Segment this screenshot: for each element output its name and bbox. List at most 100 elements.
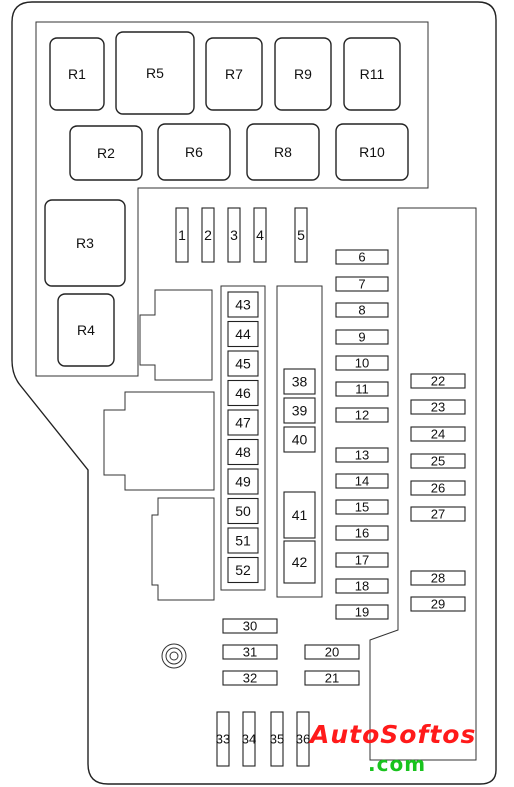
fuse-24-body [410, 426, 466, 442]
fuse-27-body [410, 506, 466, 522]
fuse-33: 33 [216, 711, 230, 767]
relay-r11-body [343, 37, 401, 111]
fuse-29-body [410, 596, 466, 612]
fuse-36: 36 [296, 711, 310, 767]
relay-r11-label: R11 [360, 66, 385, 82]
fuse-52-label: 52 [235, 562, 251, 578]
fuse-15-label: 15 [355, 500, 369, 515]
fuse-47-body [227, 409, 259, 436]
fuse-44-label: 44 [235, 326, 251, 342]
relay-r1: R1 [49, 37, 105, 111]
relay-section-frame [35, 21, 429, 377]
fuse-19-label: 19 [355, 605, 369, 620]
fuse-21: 21 [304, 670, 360, 686]
watermark-line2: .com [368, 752, 427, 776]
fuse-22: 22 [410, 373, 466, 389]
fuse-27-label: 27 [431, 507, 445, 522]
fuse-45-label: 45 [235, 356, 251, 372]
fuse-42-label: 42 [292, 554, 308, 570]
fuse-10: 10 [335, 355, 389, 371]
fuse-26-body [410, 480, 466, 496]
relay-r3: R3 [44, 199, 126, 287]
fuse-38-label: 38 [292, 374, 308, 390]
fuse-2: 2 [201, 207, 215, 263]
fuse-41-body [283, 491, 316, 539]
fuse-11: 11 [335, 381, 389, 397]
right-panel-frame [369, 207, 477, 761]
fuse-15-body [335, 499, 389, 515]
fuse-52: 52 [227, 556, 259, 584]
fuse-25-label: 25 [431, 454, 445, 469]
watermark-line1: AutoSoftos [310, 720, 477, 749]
fuse-3: 3 [227, 207, 241, 263]
fuse-5: 5 [294, 207, 308, 263]
fuse-21-label: 21 [325, 671, 339, 686]
fuse-35-body [270, 711, 284, 767]
relay-r9-body [274, 37, 332, 111]
fuse-16: 16 [335, 525, 389, 541]
fuse-38: 38 [283, 368, 316, 395]
fuse-7-body [335, 276, 389, 292]
fuse-14-body [335, 473, 389, 489]
relay-r6-label: R6 [185, 144, 203, 160]
fuse-1: 1 [175, 207, 189, 263]
fuse-39-label: 39 [292, 403, 308, 419]
fuse-45-body [227, 350, 259, 377]
relay-r5: R5 [115, 31, 195, 115]
fuse-8: 8 [335, 302, 389, 318]
relay-r11: R11 [343, 37, 401, 111]
fuse-40: 40 [283, 426, 316, 453]
fuse-51-label: 51 [235, 533, 251, 549]
fuse-10-body [335, 355, 389, 371]
middle-column-frame [276, 285, 323, 598]
relay-r4-label: R4 [77, 322, 95, 338]
fuse-1-label: 1 [178, 227, 186, 243]
fuse-43-label: 43 [235, 297, 251, 313]
fuse-33-body [216, 711, 230, 767]
relay-r3-body [44, 199, 126, 287]
fuse-11-label: 11 [355, 382, 369, 397]
relay-r9: R9 [274, 37, 332, 111]
fuse-22-body [410, 373, 466, 389]
fuse-14: 14 [335, 473, 389, 489]
connector-lower [151, 497, 215, 601]
fuse-32: 32 [222, 670, 278, 686]
fuse-46-body [227, 379, 259, 407]
fuse-21-body [304, 670, 360, 686]
relay-r3-label: R3 [76, 235, 94, 251]
fuse-15: 15 [335, 499, 389, 515]
fuse-45: 45 [227, 350, 259, 377]
fuse-20: 20 [304, 644, 360, 660]
fuse-32-body [222, 670, 278, 686]
fuse-46: 46 [227, 379, 259, 407]
fuse-6: 6 [335, 249, 389, 265]
connector-upper [139, 289, 213, 381]
fuse-24-label: 24 [431, 427, 445, 442]
fuse-33-label: 33 [216, 732, 230, 747]
relay-r7-label: R7 [225, 66, 243, 82]
relay-r6: R6 [157, 123, 231, 181]
relay-r6-body [157, 123, 231, 181]
fuse-35-label: 35 [270, 732, 284, 747]
relay-r1-body [49, 37, 105, 111]
fuse-39-body [283, 397, 316, 424]
fuse-8-body [335, 302, 389, 318]
fuse-36-label: 36 [296, 732, 310, 747]
fuse-48-body [227, 438, 259, 466]
fuse-51: 51 [227, 527, 259, 554]
fuse-42: 42 [283, 540, 316, 584]
fuse-18: 18 [335, 578, 389, 594]
fuse-31-body [222, 644, 278, 660]
fuse-41-label: 41 [292, 507, 308, 523]
fuse-6-label: 6 [358, 250, 365, 265]
fuse-36-body [296, 711, 310, 767]
fuse-12: 12 [335, 407, 389, 423]
relay-r8-body [246, 123, 320, 181]
relay-r10-label: R10 [359, 144, 385, 160]
fuse-31: 31 [222, 644, 278, 660]
fuse-29: 29 [410, 596, 466, 612]
fuse-30-body [222, 618, 278, 634]
fuse-3-body [227, 207, 241, 263]
